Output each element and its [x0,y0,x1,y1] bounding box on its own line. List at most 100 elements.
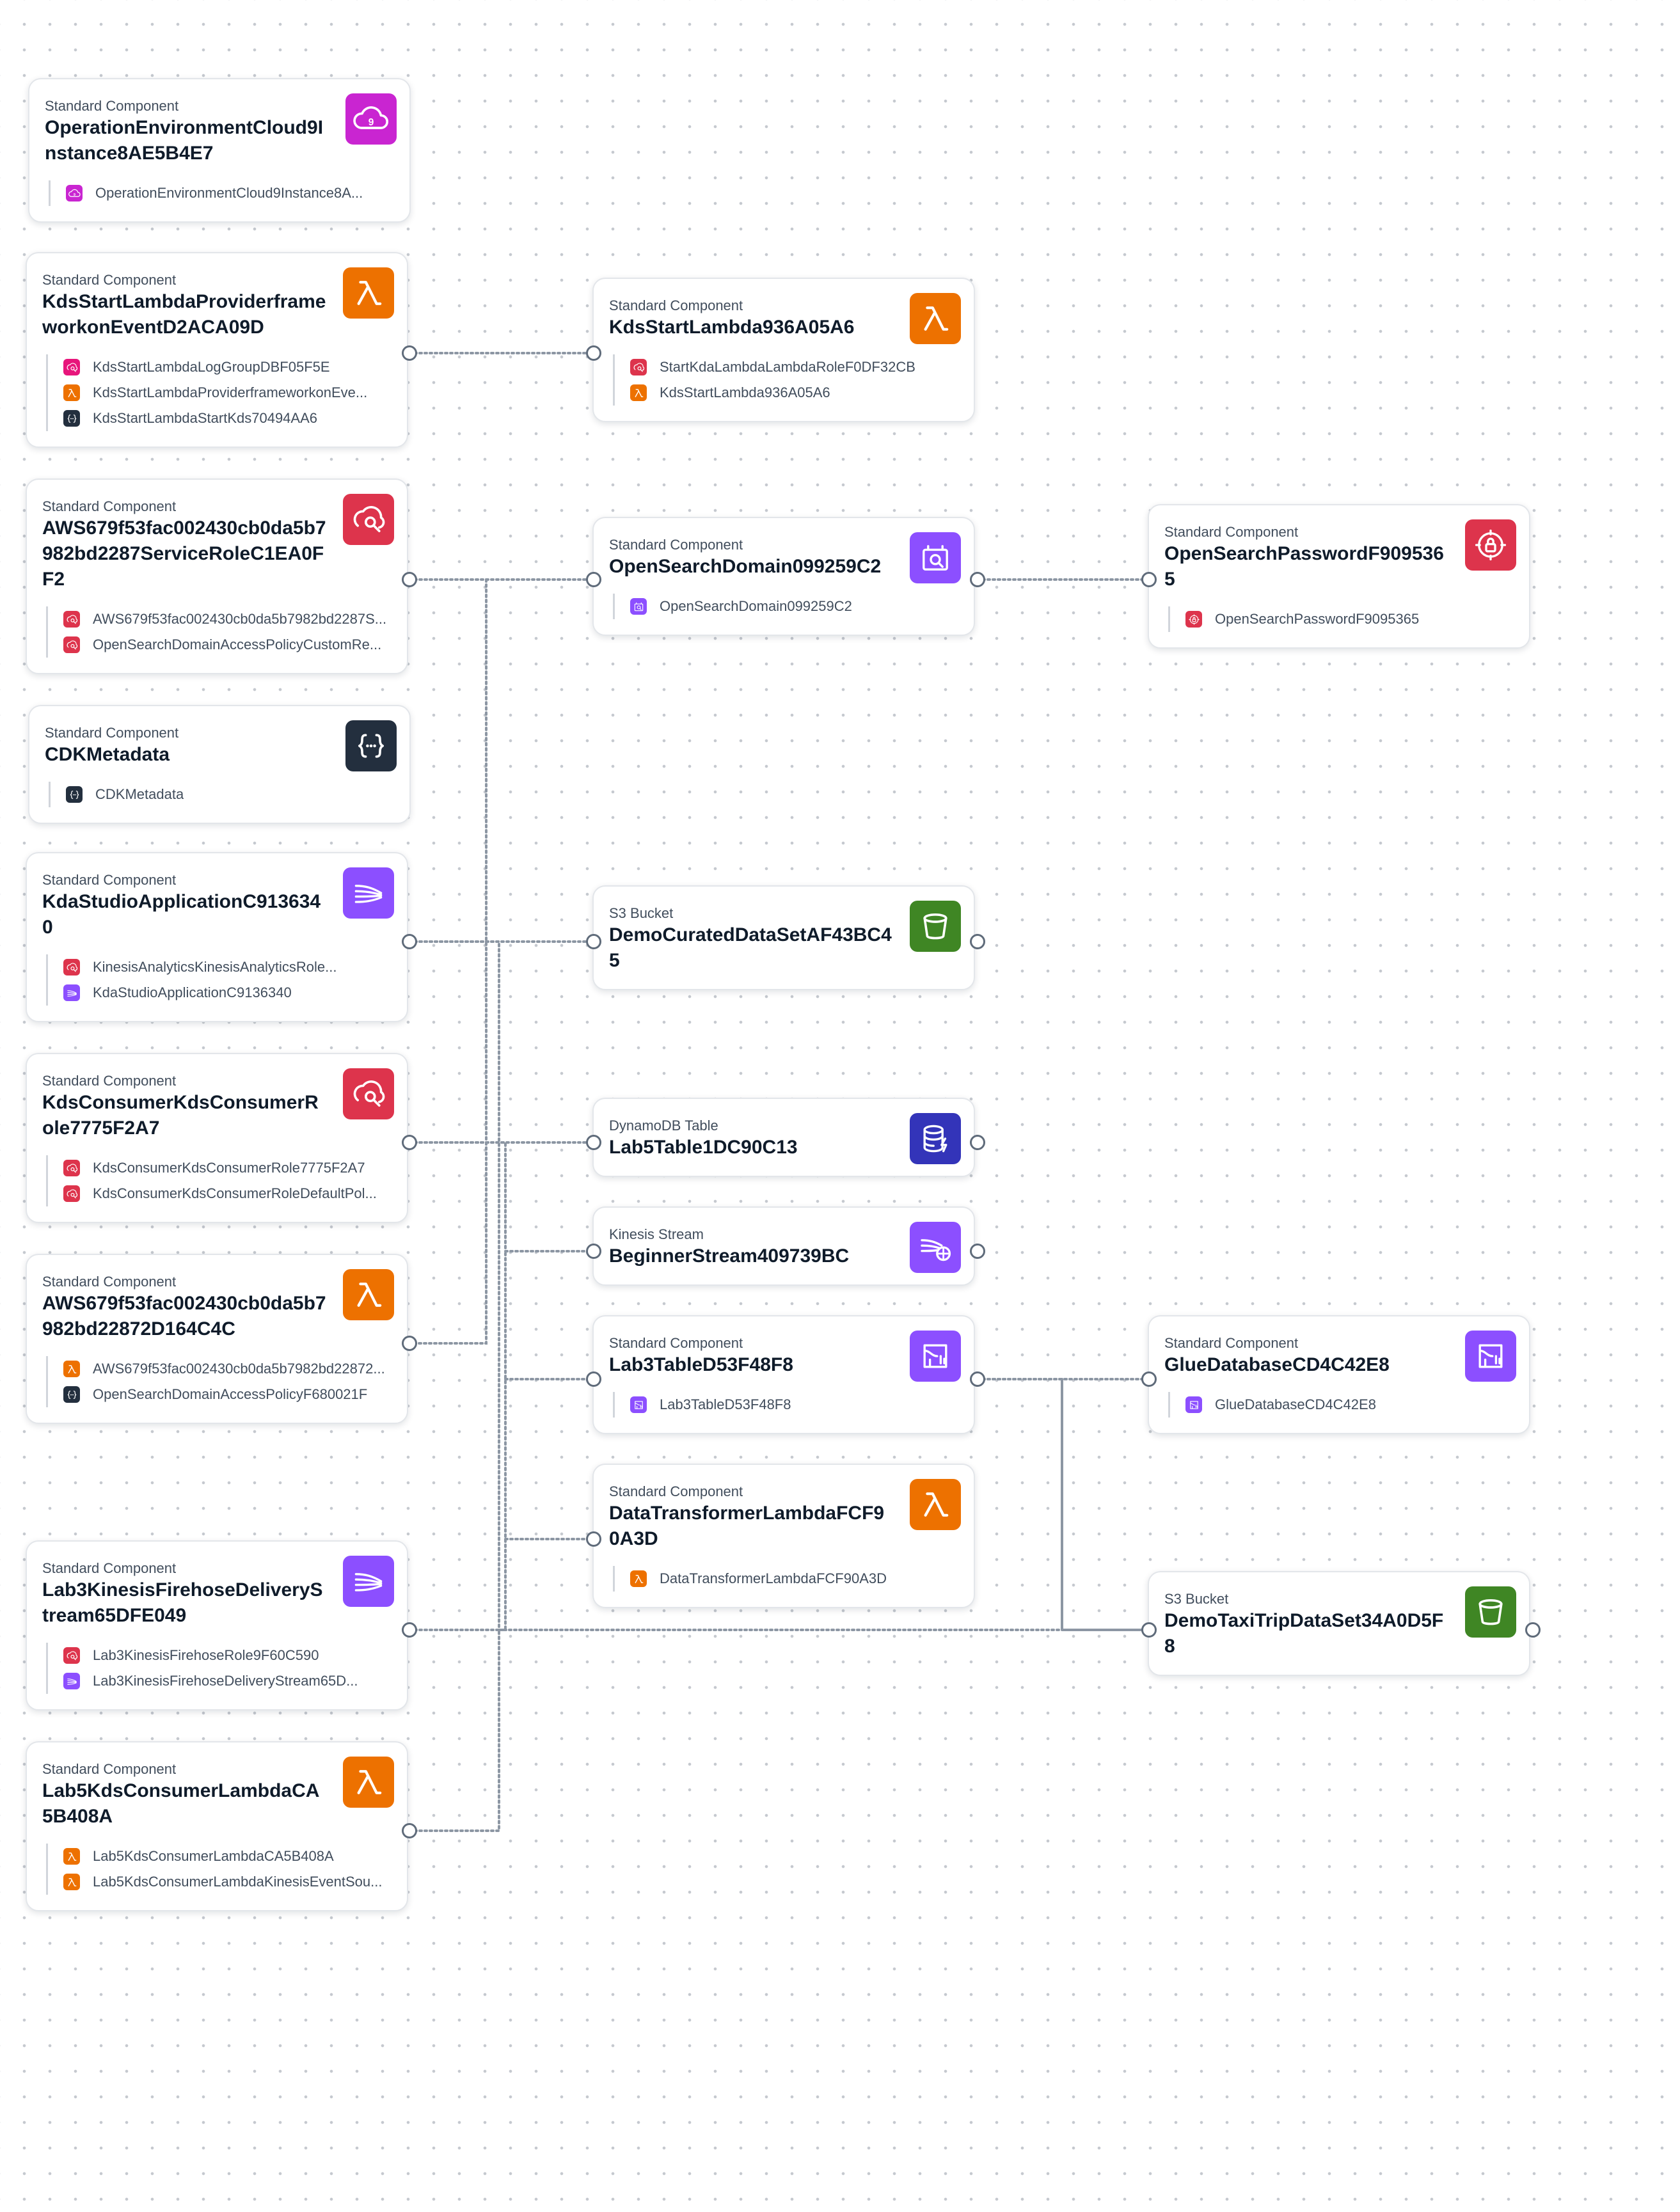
input-port[interactable] [586,1531,601,1547]
node-lab3-glue-table[interactable]: Standard Component Lab3TableD53F48F8 Lab… [592,1315,975,1434]
iam-role-icon [630,359,647,375]
resource-item[interactable]: CDKMetadata [66,782,394,807]
node-aws-lambda-provider[interactable]: Standard Component AWS679f53fac002430cb0… [26,1254,408,1424]
output-port[interactable] [970,1371,985,1387]
node-data-transformer-lambda[interactable]: Standard Component DataTransformerLambda… [592,1464,975,1608]
resource-item[interactable]: OpenSearchPasswordF9095365 [1185,606,1514,632]
resource-item[interactable]: DataTransformerLambdaFCF90A3D [630,1566,958,1592]
output-port[interactable] [402,1135,417,1150]
node-title: DataTransformerLambdaFCF90A3D [609,1503,885,1549]
resource-list: Lab3KinesisFirehoseRole9F60C590 Lab3Kine… [46,1643,392,1694]
svg-text:9: 9 [368,117,374,128]
output-port[interactable] [1525,1622,1541,1638]
node-lab3-kinesis-firehose[interactable]: Standard Component Lab3KinesisFirehoseDe… [26,1540,408,1710]
log-group-icon [63,359,80,375]
node-kds-consumer-role[interactable]: Standard Component KdsConsumerKdsConsume… [26,1053,408,1223]
input-port[interactable] [586,1135,601,1150]
resource-item[interactable]: Lab5KdsConsumerLambdaKinesisEventSou... [63,1869,392,1895]
lambda-icon [630,384,647,401]
resource-item[interactable]: KdsConsumerKdsConsumerRole7775F2A7 [63,1155,392,1181]
resource-item[interactable]: KdsStartLambdaLogGroupDBF05F5E [63,354,392,380]
input-port[interactable] [586,572,601,587]
resource-item[interactable]: KdsStartLambdaStartKds70494AA6 [63,406,392,431]
output-port[interactable] [402,572,417,587]
output-port[interactable] [402,1336,417,1351]
resource-item[interactable]: OpenSearchDomainAccessPolicyCustomRe... [63,632,392,658]
opensearch-icon [910,532,961,583]
resource-item[interactable]: OpenSearchDomain099259C2 [630,594,958,619]
resource-item[interactable]: KinesisAnalyticsKinesisAnalyticsRole... [63,954,392,980]
resource-item[interactable]: KdsConsumerKdsConsumerRoleDefaultPol... [63,1181,392,1206]
node-type: Kinesis Stream [609,1226,704,1242]
kinesis-analytics-icon [343,867,394,919]
iam-role-icon [63,1185,80,1202]
node-opensearch-password-secret[interactable]: Standard Component OpenSearchPasswordF90… [1148,504,1530,649]
kinesis-stream-icon [910,1222,961,1273]
resource-item[interactable]: StartKdaLambdaLambdaRoleF0DF32CB [630,354,958,380]
lambda-icon [63,1848,80,1865]
s3-bucket-icon [1465,1586,1516,1638]
node-demo-taxi-trip-dataset-bucket[interactable]: S3 Bucket DemoTaxiTripDataSet34A0D5F8 [1148,1571,1530,1676]
custom-resource-icon [63,410,80,427]
resource-item[interactable]: GlueDatabaseCD4C42E8 [1185,1392,1514,1418]
glue-icon [1185,1396,1202,1413]
input-port[interactable] [586,934,601,949]
node-type: Standard Component [609,297,743,313]
output-port[interactable] [970,934,985,949]
resource-item[interactable]: KdaStudioApplicationC9136340 [63,980,392,1006]
resource-item[interactable]: KdsStartLambdaProviderframeworkonEve... [63,380,392,406]
resource-list: StartKdaLambdaLambdaRoleF0DF32CB KdsStar… [613,354,958,406]
node-opensearch-domain[interactable]: Standard Component OpenSearchDomain09925… [592,517,975,636]
resource-item[interactable]: Lab3TableD53F48F8 [630,1392,958,1418]
node-demo-curated-dataset-bucket[interactable]: S3 Bucket DemoCuratedDataSetAF43BC45 [592,885,975,990]
output-port[interactable] [402,934,417,949]
resource-item[interactable]: KdsStartLambda936A05A6 [630,380,958,406]
node-lab5-dynamodb-table[interactable]: DynamoDB Table Lab5Table1DC90C13 [592,1098,975,1177]
iam-role-icon [343,494,394,545]
node-kds-start-lambda[interactable]: Standard Component KdsStartLambda936A05A… [592,278,975,422]
lambda-icon [910,1479,961,1530]
node-title: AWS679f53fac002430cb0da5b7982bd2287Servi… [42,517,326,590]
output-port[interactable] [970,1135,985,1150]
custom-resource-icon [63,1386,80,1403]
output-port[interactable] [970,572,985,587]
node-kda-studio-application[interactable]: Standard Component KdaStudioApplicationC… [26,852,408,1022]
resource-item[interactable]: AWS679f53fac002430cb0da5b7982bd2287S... [63,606,392,632]
resource-item[interactable]: Lab3KinesisFirehoseRole9F60C590 [63,1643,392,1668]
cloud9-icon: 9 [66,185,83,201]
node-type: Standard Component [42,1274,177,1290]
resource-item[interactable]: Lab5KdsConsumerLambdaCA5B408A [63,1844,392,1869]
input-port[interactable] [586,1244,601,1259]
input-port[interactable] [1141,1371,1157,1387]
node-type: Standard Component [1164,1335,1299,1351]
resource-item[interactable]: Lab3KinesisFirehoseDeliveryStream65D... [63,1668,392,1694]
node-kds-start-lambda-provider[interactable]: Standard Component KdsStartLambdaProvide… [26,252,408,448]
node-cdk-metadata[interactable]: Standard Component CDKMetadata CDKMetada… [28,705,411,824]
output-port[interactable] [970,1244,985,1259]
output-port[interactable] [402,345,417,361]
resource-label: StartKdaLambdaLambdaRoleF0DF32CB [660,359,915,375]
node-title: KdaStudioApplicationC9136340 [42,891,321,938]
node-type: Standard Component [42,1560,177,1576]
output-port[interactable] [402,1622,417,1638]
resource-item[interactable]: OpenSearchDomainAccessPolicyF680021F [63,1382,392,1407]
node-lab5-kds-consumer-lambda[interactable]: Standard Component Lab5KdsConsumerLambda… [26,1741,408,1911]
input-port[interactable] [586,345,601,361]
resource-list: KinesisAnalyticsKinesisAnalyticsRole... … [46,954,392,1006]
resource-item[interactable]: AWS679f53fac002430cb0da5b7982bd22872... [63,1356,392,1382]
output-port[interactable] [402,1823,417,1838]
resource-list: AWS679f53fac002430cb0da5b7982bd2287S... … [46,606,392,658]
resource-list: KdsConsumerKdsConsumerRole7775F2A7 KdsCo… [46,1155,392,1206]
input-port[interactable] [1141,1622,1157,1638]
node-beginner-kinesis-stream[interactable]: Kinesis Stream BeginnerStream409739BC [592,1206,975,1286]
input-port[interactable] [586,1371,601,1387]
node-glue-database[interactable]: Standard Component GlueDatabaseCD4C42E8 … [1148,1315,1530,1434]
lambda-icon [63,1361,80,1377]
resource-label: KdsStartLambdaProviderframeworkonEve... [93,384,368,400]
node-aws-service-role[interactable]: Standard Component AWS679f53fac002430cb0… [26,478,408,674]
lambda-icon [63,384,80,401]
input-port[interactable] [1141,572,1157,587]
node-operation-environment-cloud9[interactable]: Standard Component OperationEnvironmentC… [28,78,411,223]
